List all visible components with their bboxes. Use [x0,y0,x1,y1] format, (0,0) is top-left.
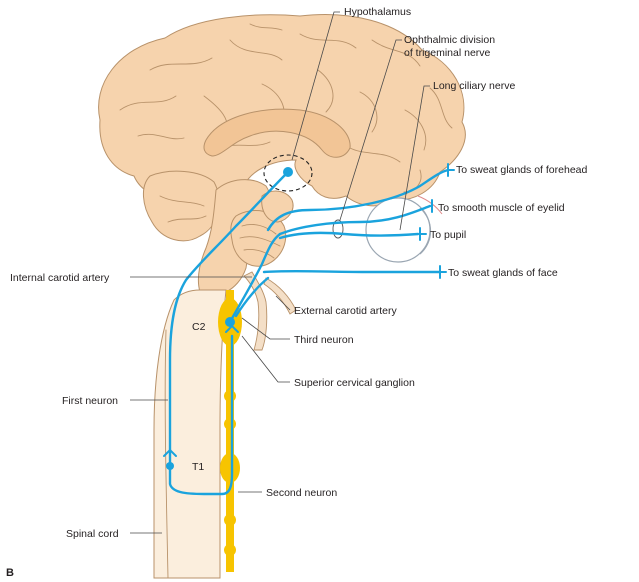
label-first-neuron: First neuron [62,395,118,407]
internal-carotid-artery [243,271,268,351]
label-hypothalamus: Hypothalamus [344,6,411,18]
label-c2: C2 [192,321,206,333]
sympathetic-chain [226,290,234,572]
trigeminal-ring [332,219,344,239]
label-second-neuron: Second neuron [266,487,337,499]
second-neuron-soma [166,462,174,470]
first-neuron-soma [283,167,293,177]
cerebellum-folds [239,223,281,259]
label-forehead: To sweat glands of forehead [456,164,587,176]
brain-gyri [119,23,453,223]
third-neuron-path [228,232,282,324]
chain-ganglion-2 [224,418,236,430]
label-face: To sweat glands of face [448,267,558,279]
leader-third-neuron [241,317,290,340]
temporal-lobe [143,170,220,242]
third-neuron-soma [225,317,235,327]
leader-long-ciliary [399,85,430,231]
label-ophthalmic-2: of trigeminal nerve [404,47,491,59]
second-neuron-path [168,334,234,496]
third-neuron-branch [234,276,270,318]
synapse-t1-chevron [163,448,177,457]
leader-ophthalmic [339,39,402,221]
chain-ganglion-4 [224,544,236,556]
ending-forehead [447,163,455,177]
ending-pupil [419,227,427,241]
external-carotid-artery [263,277,297,315]
hypothalamus-region [263,154,313,192]
path-face [262,269,442,274]
label-pupil: To pupil [430,229,466,241]
synapse-c2-chevron [225,324,239,333]
label-third-neuron: Third neuron [294,334,354,346]
chain-ganglion-1 [224,390,236,402]
label-superior-cervical: Superior cervical ganglion [294,377,415,389]
corpus-callosum [203,108,351,158]
spinal-cord [153,289,227,579]
chain-ganglion-3 [224,514,236,526]
leader-external-carotid [275,295,291,311]
label-eyelid: To smooth muscle of eyelid [438,202,565,214]
chain-ganglion-t1 [220,453,240,483]
panel-letter: B [6,567,14,579]
spinal-cord-inner [164,329,169,579]
label-long-ciliary: Long ciliary nerve [433,80,515,92]
label-t1: T1 [192,461,204,473]
first-neuron-path [168,170,290,464]
leader-hypothalamus [291,11,340,161]
eye-lens [419,207,432,255]
path-forehead [266,168,450,232]
ending-face [439,265,447,279]
label-spinal-cord: Spinal cord [66,528,119,540]
label-ophthalmic-1: Ophthalmic division [404,34,495,46]
path-eyelid [278,204,432,236]
label-external-carotid: External carotid artery [294,305,397,317]
leader-superior-cervical [241,335,290,383]
label-internal-carotid: Internal carotid artery [10,272,110,284]
path-pupil [278,231,420,240]
